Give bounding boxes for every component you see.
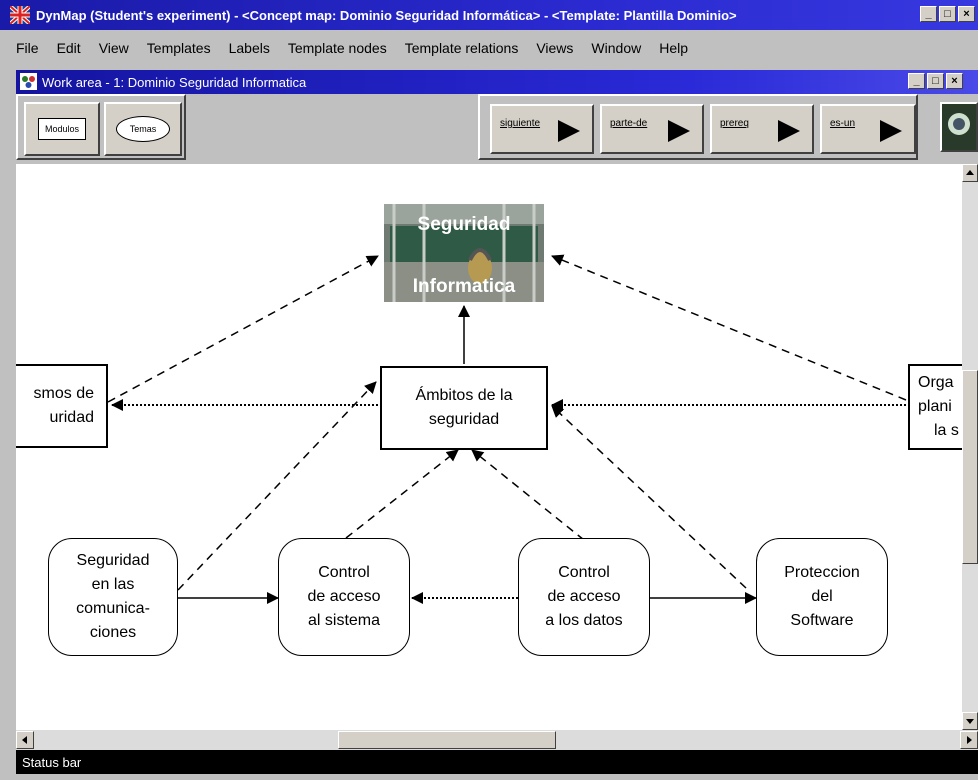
horizontal-scrollbar[interactable] [16,730,978,750]
work-maximize-button[interactable]: □ [927,73,944,89]
parte-de-relation-button[interactable]: parte-de [600,104,704,154]
comm-line1: Seguridad [76,552,150,569]
siguiente-label: siguiente [500,118,541,129]
arrow-up-icon [966,170,974,175]
prereq-label: prereq [720,118,749,129]
work-area-title-bar[interactable]: Work area - 1: Dominio Seguridad Informa… [16,70,978,94]
scroll-up-button[interactable] [962,164,978,182]
edge-ctrldata-ambitos[interactable] [471,449,585,541]
menu-views[interactable]: Views [536,40,574,56]
parte-de-label: parte-de [610,118,648,129]
edge-right-root[interactable] [551,254,907,401]
node-ambitos-seguridad[interactable]: Ámbitos de la seguridad [380,366,548,450]
edge-comm-ambitos[interactable] [177,381,377,591]
work-area-title: Work area - 1: Dominio Seguridad Informa… [42,74,307,90]
work-close-button[interactable]: × [946,73,963,89]
arrow-down-icon [966,719,974,724]
vertical-scrollbar[interactable] [962,164,978,730]
menu-templates[interactable]: Templates [146,40,211,56]
ctrldata-line2: de acceso [547,588,621,605]
arrow-right-icon [668,120,690,142]
left-node-line1: smos de [33,385,94,402]
ctrlsys-line2: de acceso [307,588,381,605]
relation-template-group: siguiente parte-de prereq es-un [478,94,918,160]
protect-line1: Proteccion [784,564,860,581]
scroll-right-button[interactable] [960,731,978,749]
es-un-label: es-un [830,118,856,129]
prereq-relation-button[interactable]: prereq [710,104,814,154]
work-minimize-button[interactable]: _ [908,73,925,89]
menu-window[interactable]: Window [591,40,642,56]
menu-help[interactable]: Help [659,40,689,56]
app-flag-icon [10,6,30,24]
protect-line3: Software [790,612,854,629]
maximize-button[interactable]: □ [939,6,956,22]
arrow-right-icon [778,120,800,142]
root-label-line1: Seguridad [417,214,511,235]
work-area-window-controls: _ □ × [908,73,963,89]
modulos-node-button[interactable]: Modulos [24,102,100,156]
scroll-down-button[interactable] [962,712,978,730]
node-mecanismos-seguridad[interactable]: smos de uridad [16,364,108,448]
node-organizacion-planificacion[interactable]: Orga plani la s [908,364,962,450]
dynmap-window-icon [20,73,37,90]
menu-bar: File Edit View Templates Labels Template… [0,30,978,66]
ctrldata-line3: a los datos [545,612,623,629]
node-control-acceso-sistema[interactable]: Control de acceso al sistema [278,538,410,656]
comm-line3: comunica- [76,600,150,617]
es-un-relation-button[interactable]: es-un [820,104,916,154]
edge-left-root[interactable] [107,255,379,403]
arrow-right-icon [558,120,580,142]
comm-line2: en las [91,576,135,593]
app-title: DynMap (Student's experiment) - <Concept… [36,7,737,23]
temas-button-label: Temas [116,116,170,142]
menu-template-nodes[interactable]: Template nodes [287,40,387,56]
temas-node-button[interactable]: Temas [104,102,182,156]
map-preview-button[interactable] [940,102,978,152]
menu-file[interactable]: File [16,40,39,56]
node-seguridad-comunicaciones[interactable]: Seguridad en las comunica- ciones [48,538,178,656]
map-preview-icon [942,104,976,150]
menu-labels[interactable]: Labels [228,40,270,56]
vertical-scroll-thumb[interactable] [962,370,978,564]
status-text: Status bar [22,754,82,770]
root-node-seguridad-informatica[interactable]: Seguridad Informatica [384,204,544,302]
menu-template-relations[interactable]: Template relations [404,40,519,56]
modulos-button-label: Modulos [38,118,86,140]
menu-edit[interactable]: Edit [56,40,81,56]
arrow-right-icon [880,120,902,142]
padlock-photo-image [384,204,544,302]
status-bar: Status bar [16,750,978,774]
right-node-line2: plani [918,398,952,415]
toolbar: Modulos Temas siguiente parte-de prereq … [16,94,978,164]
ctrlsys-line1: Control [318,564,370,581]
arrow-right-icon [967,736,972,744]
ctrlsys-line3: al sistema [307,612,381,629]
ctrldata-line1: Control [558,564,610,581]
minimize-button[interactable]: _ [920,6,937,22]
root-label-line2: Informatica [412,276,516,297]
right-node-line3: la s [934,422,959,439]
arrow-left-icon [22,736,27,744]
node-proteccion-software[interactable]: Proteccion del Software [756,538,888,656]
left-node-line2: uridad [49,409,94,426]
right-node-line1: Orga [918,374,954,391]
horizontal-scroll-thumb[interactable] [338,731,556,749]
protect-line2: del [811,588,833,605]
node-template-group: Modulos Temas [16,94,186,160]
app-title-bar[interactable]: DynMap (Student's experiment) - <Concept… [0,0,978,30]
app-window-controls: _ □ × [920,6,975,22]
scroll-left-button[interactable] [16,731,34,749]
edge-ctrlsys-ambitos[interactable] [345,449,459,539]
ambitos-line1: Ámbitos de la [415,387,513,404]
node-control-acceso-datos[interactable]: Control de acceso a los datos [518,538,650,656]
ambitos-line2: seguridad [428,411,500,428]
concept-map-canvas[interactable]: Seguridad Informatica Ámbitos de la segu… [16,164,962,730]
comm-line4: ciones [89,624,137,641]
siguiente-relation-button[interactable]: siguiente [490,104,594,154]
close-button[interactable]: × [958,6,975,22]
menu-view[interactable]: View [98,40,129,56]
edge-protect-ambitos[interactable] [551,405,747,589]
relations-layer [107,254,907,604]
